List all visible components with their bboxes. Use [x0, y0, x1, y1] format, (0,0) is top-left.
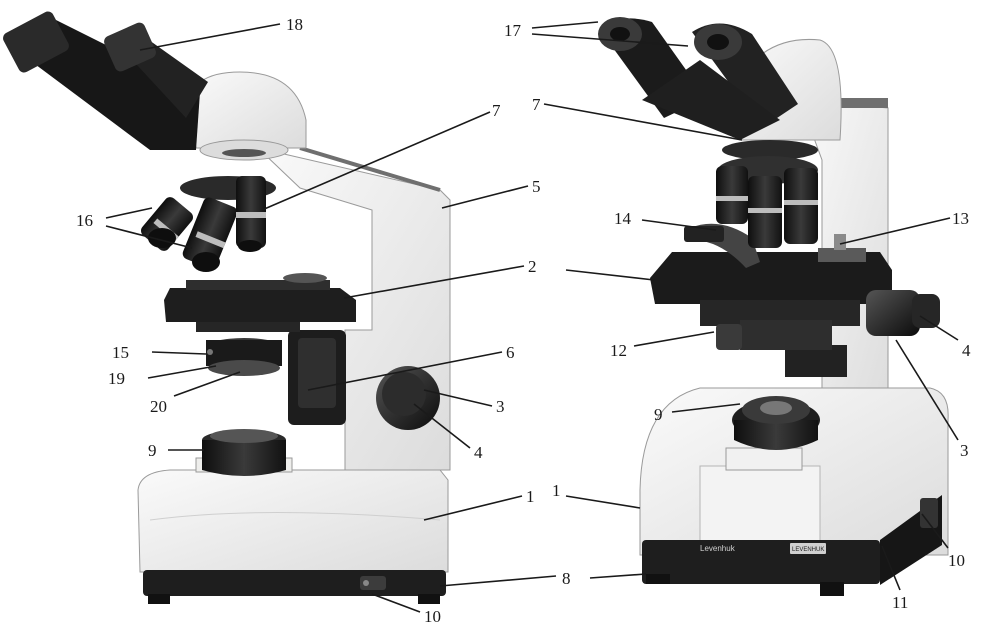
label-7-left: 7: [492, 101, 501, 120]
label-1-left: 1: [526, 487, 535, 506]
label-3-left: 3: [496, 397, 505, 416]
label-11-right: 11: [892, 593, 908, 612]
left-base-foot: [143, 570, 446, 596]
right-objective-1: [716, 166, 748, 224]
label-8-center: 8: [562, 569, 571, 588]
right-microscope: Levenhuk LEVENHUK: [598, 17, 948, 596]
label-9-left: 9: [148, 441, 157, 460]
right-brand-name: Levenhuk: [700, 544, 736, 553]
right-objective-3: [784, 168, 818, 244]
right-brand-badge: LEVENHUK: [792, 547, 824, 553]
label-19-left: 19: [108, 369, 125, 388]
label-13-right: 13: [952, 209, 969, 228]
label-5-left: 5: [532, 177, 541, 196]
label-3-right: 3: [960, 441, 969, 460]
label-6-left: 6: [506, 343, 515, 362]
label-4-right: 4: [962, 341, 971, 360]
right-fine-knob: [912, 294, 940, 328]
left-base: [138, 470, 448, 572]
label-4-left: 4: [474, 443, 483, 462]
label-18-left: 18: [286, 15, 303, 34]
label-10-right: 10: [948, 551, 965, 570]
label-1-right: 1: [552, 481, 561, 500]
label-2-left: 2: [528, 257, 537, 276]
left-stage: [164, 288, 356, 322]
right-base-foot: [642, 540, 880, 584]
label-9-right: 9: [654, 405, 663, 424]
label-16-left: 16: [76, 211, 93, 230]
right-coarse-knob: [866, 290, 920, 336]
label-14-right: 14: [614, 209, 632, 228]
label-10-left: 10: [424, 607, 441, 626]
label-20-left: 20: [150, 397, 167, 416]
left-microscope: [1, 9, 450, 604]
label-12-right: 12: [610, 341, 627, 360]
left-lamp: [202, 440, 286, 476]
label-17-right: 17: [504, 21, 522, 40]
label-7-right: 7: [532, 95, 541, 114]
label-15-left: 15: [112, 343, 129, 362]
